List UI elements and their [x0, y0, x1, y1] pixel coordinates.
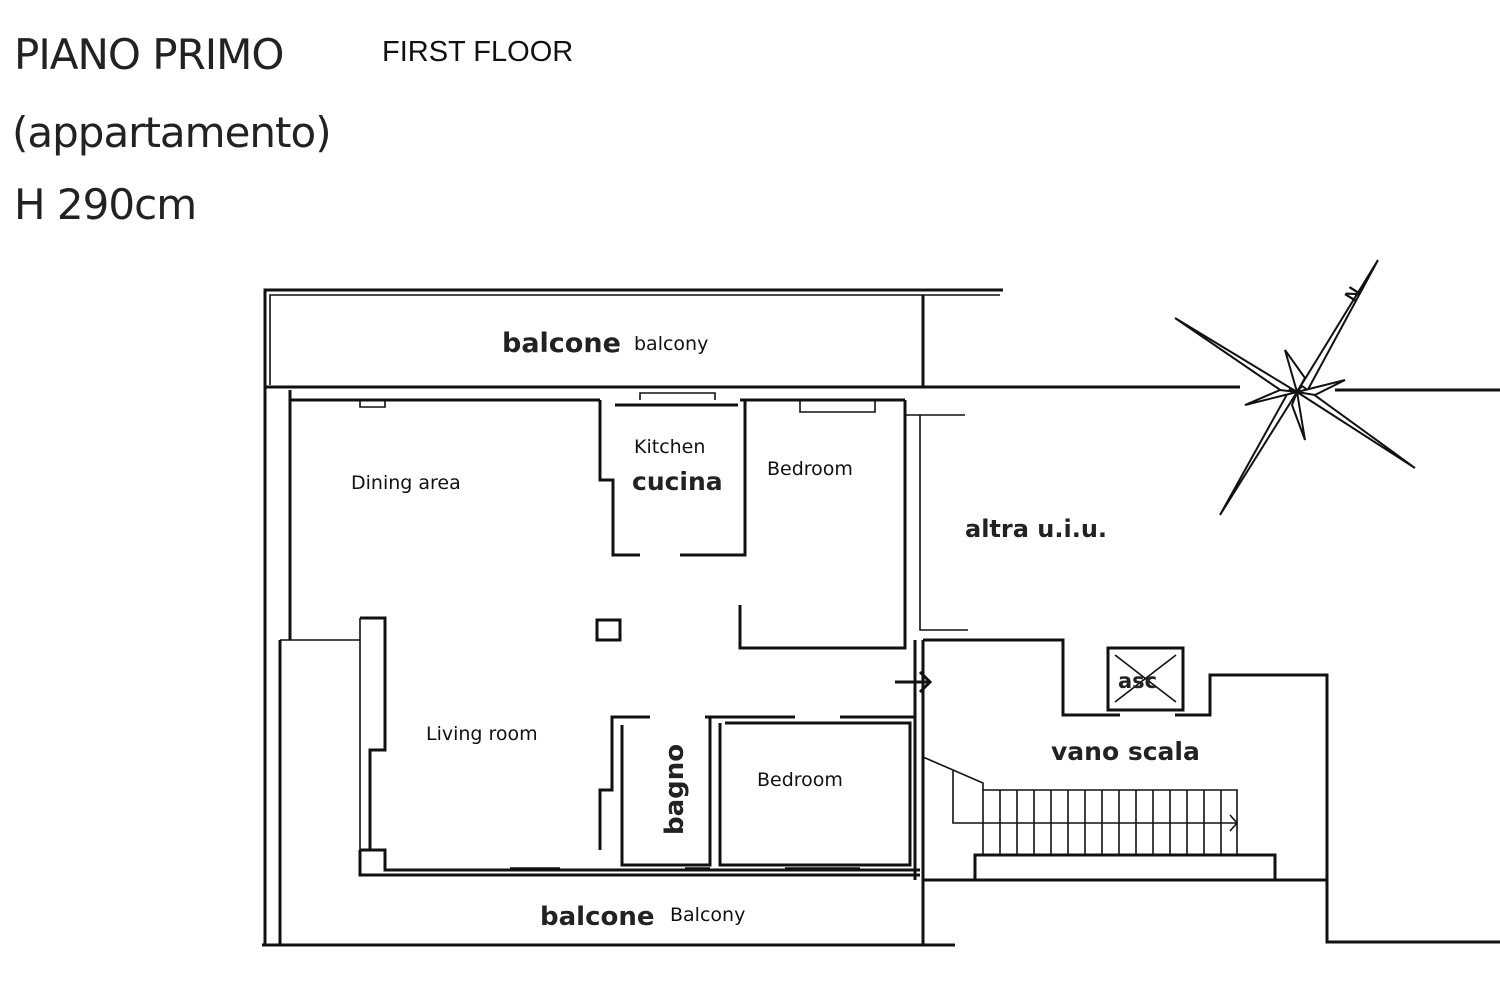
label-bathroom: bagno — [660, 744, 690, 835]
label-bedroom-2: Bedroom — [757, 769, 843, 791]
stair-tread — [983, 789, 1238, 855]
label-kitchen-it: cucina — [632, 467, 723, 496]
subtitle-italian: (appartamento) — [12, 108, 332, 157]
label-balcony-bottom-it: balcone — [540, 902, 655, 932]
walls — [262, 288, 1500, 947]
label-kitchen-en: Kitchen — [634, 436, 705, 458]
label-other-unit: altra u.i.u. — [965, 515, 1107, 543]
title-italian: PIANO PRIMO — [14, 30, 284, 79]
staircase — [983, 789, 1239, 855]
ceiling-height: H 290cm — [14, 180, 197, 229]
label-bedroom-1: Bedroom — [767, 458, 853, 480]
compass-rose-icon: N — [1174, 259, 1416, 516]
label-living-room: Living room — [426, 723, 538, 745]
label-balcony-top-it: balcone — [502, 328, 621, 359]
label-balcony-bottom-en: Balcony — [670, 904, 745, 926]
label-stairwell: vano scala — [1051, 737, 1200, 766]
stair-tread — [1229, 814, 1239, 832]
label-balcony-top-en: balcony — [634, 333, 708, 355]
title-english: FIRST FLOOR — [382, 36, 574, 68]
label-elevator: asc — [1118, 669, 1157, 693]
label-dining: Dining area — [351, 472, 461, 494]
